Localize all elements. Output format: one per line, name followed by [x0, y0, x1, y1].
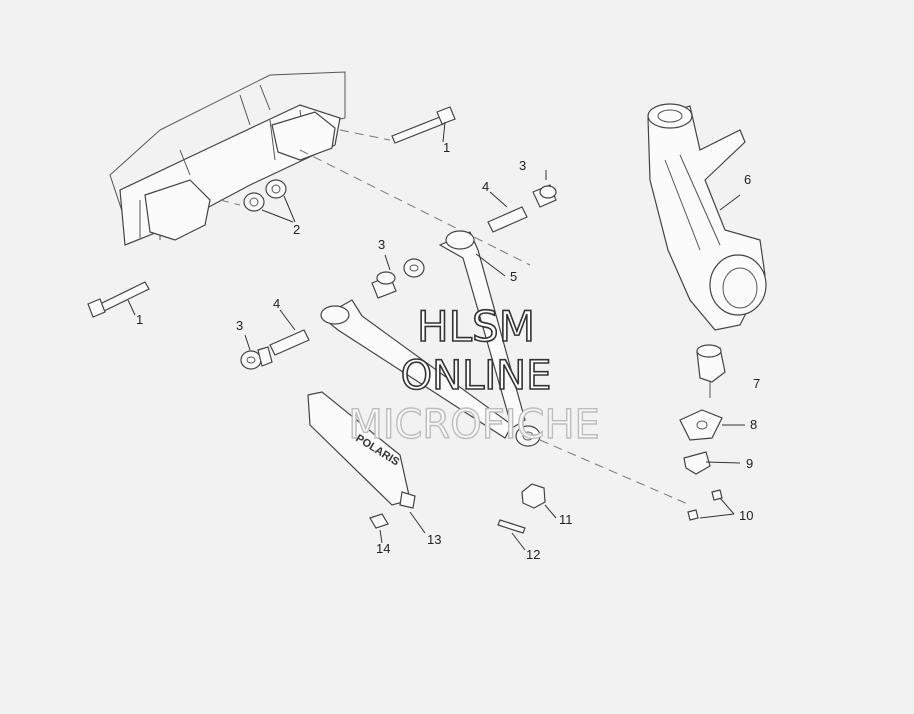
castle-nut — [521, 483, 546, 509]
bolt-lower — [87, 281, 150, 318]
watermark: HLSM ONLINE MICROFICHE — [347, 301, 600, 449]
sleeve-left — [269, 329, 310, 356]
cotter-pin — [497, 519, 526, 534]
callout-1-lower: 1 — [136, 312, 143, 327]
boot — [683, 451, 711, 475]
sleeve-upper — [487, 206, 528, 233]
callout-11: 11 — [559, 512, 573, 527]
leader-lines — [127, 121, 745, 551]
frame-section — [109, 71, 346, 246]
a-arm-guard — [307, 391, 416, 509]
callout-9: 9 — [746, 456, 753, 471]
callout-12: 12 — [526, 547, 540, 562]
nuts-pair — [243, 179, 287, 212]
bushing-middle — [371, 258, 425, 299]
callout-4-left: 4 — [273, 296, 280, 311]
watermark-line-1: HLSM — [417, 302, 535, 351]
callout-6: 6 — [744, 172, 751, 187]
callout-3-middle: 3 — [378, 237, 385, 252]
watermark-line-2: ONLINE — [401, 353, 552, 399]
callout-2: 2 — [293, 222, 300, 237]
callout-3-left: 3 — [236, 318, 243, 333]
ball-joint — [696, 344, 726, 398]
a-arm — [320, 230, 541, 447]
callout-10: 10 — [739, 508, 753, 523]
screw-14 — [369, 513, 389, 529]
callout-4-upper: 4 — [482, 179, 489, 194]
callout-3-upper: 3 — [519, 158, 526, 173]
callout-labels: 1 1 2 3 3 3 4 4 5 6 7 8 9 10 11 12 13 14 — [136, 140, 760, 562]
callout-13: 13 — [427, 532, 441, 547]
retainer-plate — [679, 409, 723, 441]
callout-5: 5 — [510, 269, 517, 284]
bolt-upper — [391, 106, 456, 144]
bushing-left — [240, 346, 273, 370]
bushing-upper-right — [532, 184, 557, 208]
watermark-line-3: MICROFICHE — [348, 402, 600, 448]
callout-1-upper: 1 — [443, 140, 450, 155]
callout-14: 14 — [376, 541, 390, 556]
screws — [687, 489, 723, 521]
spindle — [647, 103, 767, 331]
callout-8: 8 — [750, 417, 757, 432]
callout-7: 7 — [753, 376, 760, 391]
